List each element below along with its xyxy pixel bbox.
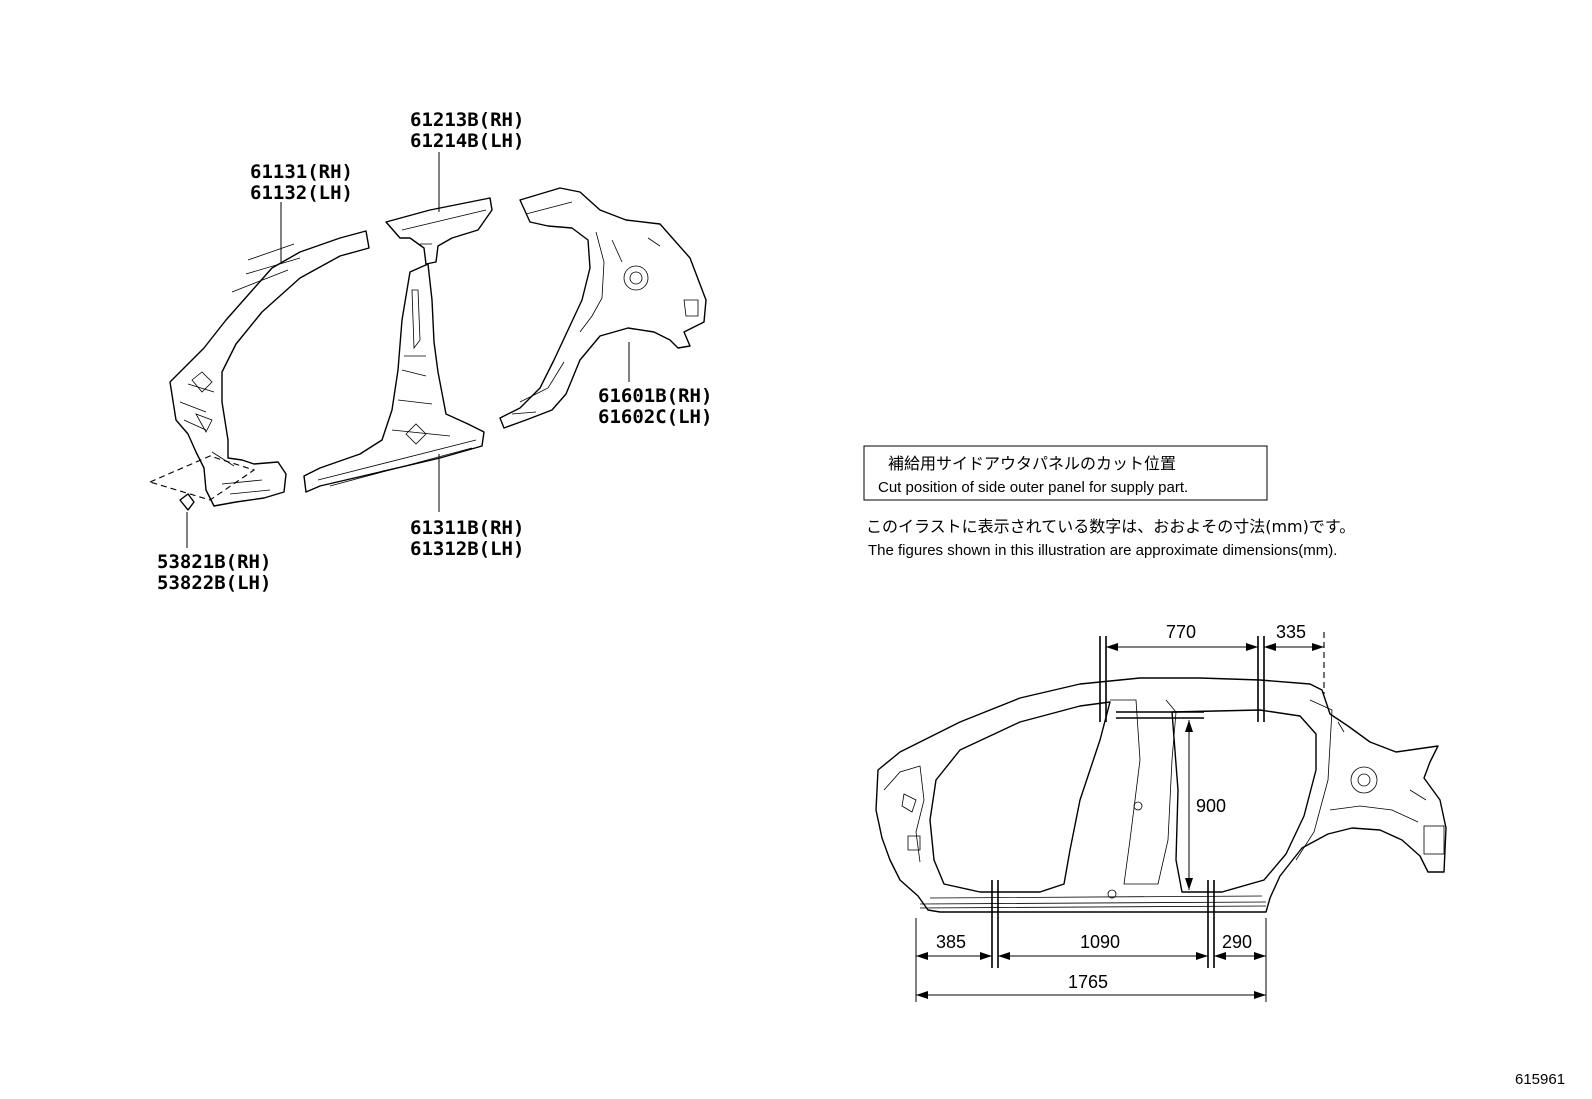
callout-bracket: 53821B(RH) 53822B(LH) <box>157 551 271 594</box>
svg-text:61131(RH): 61131(RH) <box>250 161 353 183</box>
svg-text:61312B(LH): 61312B(LH) <box>410 538 524 560</box>
callout-roof-side-front: 61131(RH) 61132(LH) <box>250 161 353 204</box>
svg-text:53821B(RH): 53821B(RH) <box>157 551 271 573</box>
svg-text:61132(LH): 61132(LH) <box>250 182 353 204</box>
dim-pillar-height: 900 <box>1196 796 1226 816</box>
leader-lines <box>186 152 630 548</box>
note-jp: このイラストに表示されている数字は、おおよその寸法(mm)です。 <box>866 517 1355 536</box>
roof-side-rail-center <box>385 197 493 265</box>
legend-en: Cut position of side outer panel for sup… <box>878 479 1188 496</box>
assembled-side-outer-panel <box>875 677 1447 913</box>
svg-text:53822B(LH): 53822B(LH) <box>157 572 271 594</box>
svg-text:61602C(LH): 61602C(LH) <box>598 406 712 428</box>
front-pillar-roof-side-panel <box>169 230 370 507</box>
dim-bottom-center: 1090 <box>1080 932 1120 952</box>
center-pillar <box>303 263 485 493</box>
legend-jp: 補給用サイドアウタパネルのカット位置 <box>888 454 1176 473</box>
dim-top-center: 770 <box>1166 622 1196 642</box>
svg-text:61214B(LH): 61214B(LH) <box>410 130 524 152</box>
svg-text:61601B(RH): 61601B(RH) <box>598 385 712 407</box>
legend-box: 補給用サイドアウタパネルのカット位置 Cut position of side … <box>863 445 1268 501</box>
dimension-lines <box>915 632 1325 1002</box>
callout-roof-side-center: 61213B(RH) 61214B(LH) <box>410 109 524 152</box>
dim-top-rear: 335 <box>1276 622 1306 642</box>
svg-text:61213B(RH): 61213B(RH) <box>410 109 524 131</box>
note-en: The figures shown in this illustration a… <box>868 542 1337 559</box>
svg-text:61311B(RH): 61311B(RH) <box>410 517 524 539</box>
callout-quarter-panel: 61601B(RH) 61602C(LH) <box>598 385 712 428</box>
dim-overall: 1765 <box>1068 972 1108 992</box>
bracket-location-outline <box>148 455 256 501</box>
callout-rocker-panel: 61311B(RH) 61312B(LH) <box>410 517 524 560</box>
figure-code: 615961 <box>1515 1071 1565 1088</box>
cut-lines <box>991 636 1265 968</box>
bracket-part <box>179 493 195 511</box>
dim-bottom-rear: 290 <box>1222 932 1252 952</box>
quarter-panel <box>499 187 707 429</box>
dimension-note: このイラストに表示されている数字は、おおよその寸法(mm)です。 The fig… <box>866 517 1355 559</box>
dim-bottom-front: 385 <box>936 932 966 952</box>
